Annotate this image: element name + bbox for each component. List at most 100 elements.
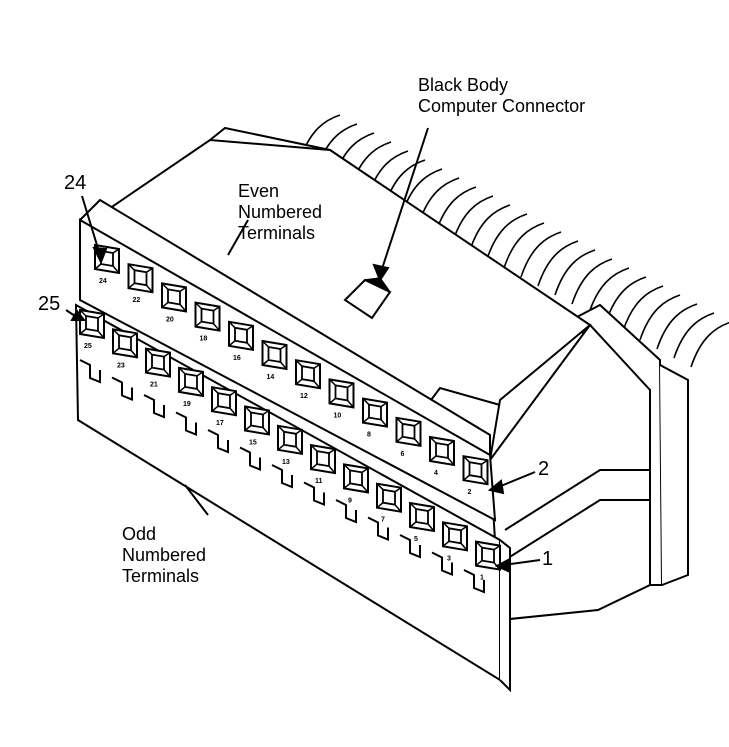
odd-label-line-1: Odd — [122, 524, 157, 544]
terminal-cell: 22 — [127, 263, 154, 304]
terminal-cell: 20 — [161, 282, 187, 323]
arrow-25 — [70, 309, 87, 321]
terminal-socket — [481, 546, 495, 564]
terminal-socket — [301, 365, 315, 383]
even-label-line-2: Numbered — [238, 202, 323, 222]
connector-arrow — [372, 263, 390, 283]
terminal-socket — [382, 488, 396, 506]
terminal-number: 24 — [99, 278, 107, 285]
terminal-cell: 1 — [475, 540, 501, 582]
terminal-socket — [151, 353, 165, 371]
terminal-number: 2 — [468, 489, 472, 496]
wire — [520, 231, 562, 278]
terminal-cell: 13 — [277, 424, 303, 466]
terminal-socket — [217, 392, 231, 410]
arrow-1 — [494, 558, 509, 573]
leader-24 — [81, 195, 101, 256]
odd-label-line-2: Numbered — [122, 545, 207, 565]
odd-label-line-3: Terminals — [122, 566, 200, 586]
even-leader — [227, 219, 249, 256]
terminal-number: 17 — [216, 420, 224, 427]
terminal-cell: 23 — [112, 328, 138, 369]
terminal-number: 1 — [480, 575, 484, 582]
wire — [690, 321, 729, 368]
terminal-socket — [283, 430, 297, 448]
callout-1: 1 — [542, 548, 554, 570]
callout-2: 2 — [538, 458, 550, 480]
terminal-cell: 14 — [261, 339, 288, 381]
terminal-bevel — [376, 483, 402, 513]
terminal-bevel — [261, 340, 288, 370]
terminal-socket — [133, 269, 148, 287]
terminal-socket — [118, 334, 132, 352]
callout-25: 25 — [38, 293, 61, 315]
comb-tooth — [79, 359, 101, 384]
terminal-socket — [368, 403, 382, 421]
wire — [554, 249, 596, 296]
wire — [469, 204, 511, 251]
terminal-number: 12 — [300, 393, 308, 400]
connector-label: Black Body Computer Connector — [418, 75, 585, 117]
odd-terminals-label: Odd Numbered Terminals — [122, 524, 206, 587]
comb-tooth — [335, 499, 357, 524]
terminal-bevel — [194, 302, 221, 332]
terminal-number: 5 — [414, 536, 418, 543]
terminal-number: 13 — [282, 459, 290, 466]
terminal-bevel — [395, 417, 422, 447]
wire — [622, 285, 664, 332]
connector-label-line-1: Black Body — [418, 75, 509, 95]
terminal-cell: 19 — [178, 366, 204, 408]
terminal-number: 11 — [315, 478, 323, 485]
terminal-socket — [85, 314, 99, 333]
odd-face-side — [499, 539, 511, 693]
terminal-cell: 4 — [429, 435, 455, 477]
terminal-cell: 5 — [409, 501, 435, 543]
terminal-number: 14 — [267, 374, 275, 381]
side-rib — [504, 469, 650, 561]
terminal-number: 6 — [401, 451, 405, 458]
terminal-socket — [234, 326, 248, 344]
terminal-socket — [448, 527, 462, 545]
terminal-number: 3 — [447, 555, 451, 562]
comb-tooth — [399, 534, 421, 559]
terminal-bevel — [475, 541, 501, 571]
terminal-number: 8 — [367, 432, 371, 439]
wire — [656, 303, 698, 350]
comb-tooth — [111, 376, 133, 401]
terminal-bevel — [79, 309, 105, 339]
terminal-number: 15 — [249, 440, 257, 447]
terminal-socket — [200, 307, 215, 325]
terminal-socket — [334, 384, 349, 402]
connector-label-line-2: Computer Connector — [418, 96, 586, 116]
terminal-bevel — [362, 398, 388, 428]
terminal-bevel — [295, 359, 321, 389]
terminal-cell: 16 — [228, 320, 254, 362]
terminal-number: 18 — [200, 336, 208, 343]
terminal-bevel — [429, 436, 455, 466]
terminal-socket — [415, 507, 429, 526]
flange-edge — [659, 364, 689, 586]
terminal-cell: 9 — [343, 463, 369, 504]
even-terminals-label: Even Numbered Terminals — [238, 181, 322, 244]
terminal-bevel — [127, 263, 154, 293]
terminal-socket — [167, 288, 181, 306]
terminal-number: 7 — [381, 517, 385, 524]
comb-tooth — [175, 411, 197, 436]
leader-1 — [502, 559, 541, 566]
wire — [537, 240, 579, 287]
terminal-socket — [250, 411, 264, 429]
wire — [588, 267, 630, 314]
terminal-number: 25 — [84, 343, 92, 350]
terminal-socket — [184, 372, 198, 390]
terminal-number: 4 — [434, 470, 438, 477]
wire — [486, 213, 528, 260]
comb-teeth — [79, 359, 485, 594]
terminal-bevel — [328, 378, 355, 408]
terminal-number: 19 — [183, 401, 191, 408]
terminal-cell: 2 — [462, 455, 489, 496]
terminal-bevel — [145, 348, 171, 378]
terminal-cell: 6 — [395, 416, 422, 458]
terminal-cell: 25 — [79, 308, 105, 350]
comb-tooth — [463, 569, 485, 594]
